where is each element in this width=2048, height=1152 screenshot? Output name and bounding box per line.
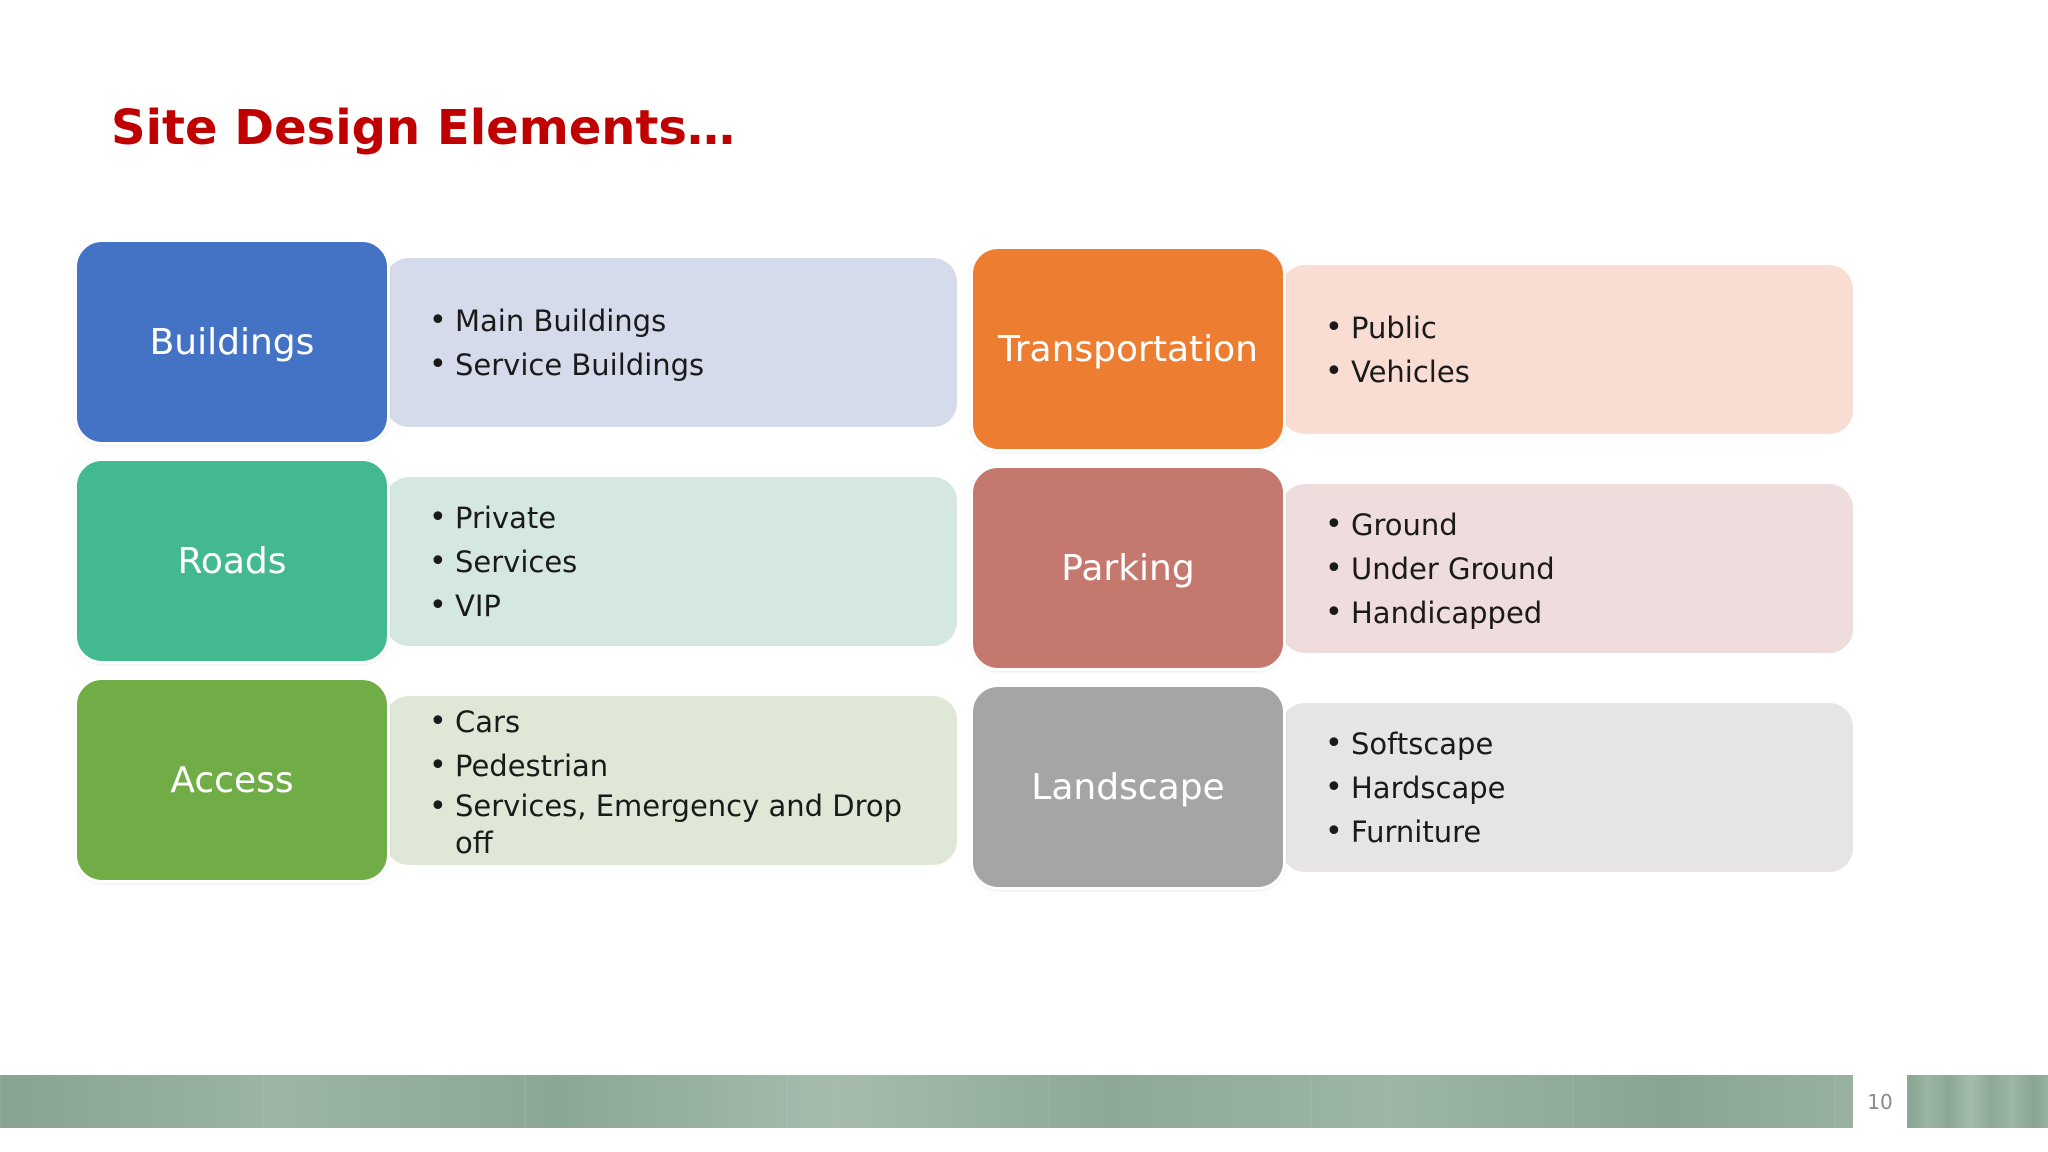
badge-label: Roads	[177, 540, 287, 582]
list-item: Softscape	[1325, 722, 1505, 766]
footer-texture-band	[0, 1075, 1853, 1128]
transportation-list: Public Vehicles	[1325, 306, 1470, 394]
landscape-list: Softscape Hardscape Furniture	[1325, 722, 1506, 854]
slide-title: Site Design Elements…	[111, 100, 735, 156]
list-item: Public	[1325, 306, 1470, 350]
buildings-detail-panel: Main Buildings Service Buildings	[385, 258, 957, 427]
list-item: Cars	[429, 700, 915, 744]
access-detail-panel: Cars Pedestrian Services, Emergency and …	[385, 696, 957, 865]
list-item: Under Ground	[1325, 547, 1555, 591]
list-item: Service Buildings	[429, 343, 704, 387]
parking-badge: Parking	[970, 465, 1286, 671]
list-item: Main Buildings	[429, 299, 704, 343]
access-list: Cars Pedestrian Services, Emergency and …	[429, 700, 915, 862]
transportation-badge: Transportation	[970, 246, 1286, 452]
buildings-list: Main Buildings Service Buildings	[429, 299, 704, 387]
list-item: Private	[429, 496, 577, 540]
list-item: Services	[429, 540, 577, 584]
list-item: Vehicles	[1325, 350, 1470, 394]
badge-label: Landscape	[1031, 766, 1225, 808]
roads-list: Private Services VIP	[429, 496, 577, 628]
list-item: Pedestrian	[429, 744, 915, 788]
list-item: VIP	[429, 584, 577, 628]
landscape-detail-panel: Softscape Hardscape Furniture	[1281, 703, 1853, 872]
badge-label: Buildings	[149, 321, 315, 363]
list-item: Ground	[1325, 503, 1555, 547]
roads-badge: Roads	[74, 458, 390, 664]
list-item: Services, Emergency and Drop off	[429, 788, 915, 862]
transportation-detail-panel: Public Vehicles	[1281, 265, 1853, 434]
roads-detail-panel: Private Services VIP	[385, 477, 957, 646]
parking-detail-panel: Ground Under Ground Handicapped	[1281, 484, 1853, 653]
parking-list: Ground Under Ground Handicapped	[1325, 503, 1555, 635]
badge-label: Parking	[1061, 547, 1195, 589]
footer-texture-band	[1907, 1075, 2048, 1128]
page-number: 10	[1855, 1075, 1905, 1128]
buildings-badge: Buildings	[74, 239, 390, 445]
list-item: Furniture	[1325, 810, 1505, 854]
list-item: Handicapped	[1325, 591, 1555, 635]
landscape-badge: Landscape	[970, 684, 1286, 890]
badge-label: Access	[170, 759, 294, 801]
access-badge: Access	[74, 677, 390, 883]
list-item: Hardscape	[1325, 766, 1506, 810]
badge-label: Transportation	[998, 328, 1258, 370]
